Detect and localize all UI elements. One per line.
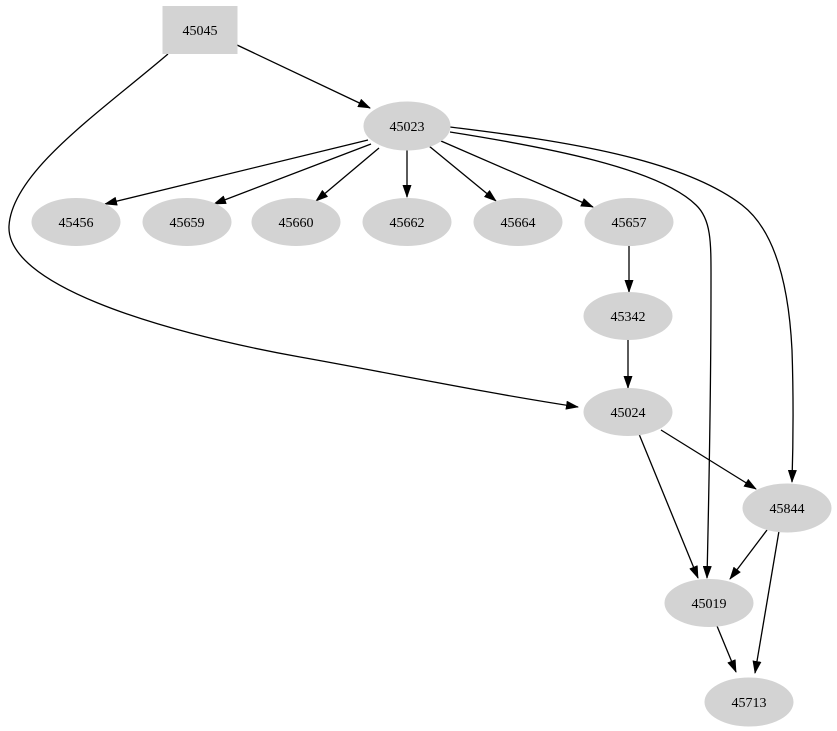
node-label: 45023 xyxy=(390,120,425,135)
node-label: 45844 xyxy=(770,502,805,517)
graph-node-45660: 45660 xyxy=(251,198,341,246)
graph-node-45659: 45659 xyxy=(142,198,232,246)
node-ellipse-shape xyxy=(742,483,832,533)
graph-node-45713: 45713 xyxy=(704,677,794,727)
graph-edge-45023-45660 xyxy=(315,147,380,202)
node-ellipse-shape xyxy=(584,198,674,246)
graph-node-45024: 45024 xyxy=(583,388,673,436)
node-label: 45713 xyxy=(732,696,767,711)
graph-node-45456: 45456 xyxy=(31,198,121,246)
node-label: 45342 xyxy=(611,310,646,325)
graph-edge-45023-45657 xyxy=(440,140,594,208)
node-ellipse-shape xyxy=(142,198,232,246)
node-label: 45664 xyxy=(501,216,536,231)
graph-edge-45023-45664 xyxy=(428,145,497,202)
node-label: 45045 xyxy=(183,24,218,39)
graph-node-45662: 45662 xyxy=(362,198,452,246)
node-label: 45019 xyxy=(692,597,727,612)
graph-edge-45844-45713 xyxy=(752,530,780,674)
graph-edge-45023-45019 xyxy=(449,131,712,579)
graph-edge-45023-45456 xyxy=(104,139,369,206)
graph-node-45019: 45019 xyxy=(664,579,754,627)
node-ellipse-shape xyxy=(473,198,563,246)
node-ellipse-shape xyxy=(664,579,754,627)
graph-edge-45024-45844 xyxy=(660,429,757,490)
node-label: 45657 xyxy=(612,216,647,231)
node-label: 45660 xyxy=(279,216,314,231)
graph-node-45342: 45342 xyxy=(583,292,673,340)
graph-edge-45023-45844 xyxy=(449,126,797,483)
node-label: 45662 xyxy=(390,216,425,231)
node-ellipse-shape xyxy=(362,198,452,246)
node-ellipse-shape xyxy=(583,292,673,340)
graph-node-45045: 45045 xyxy=(162,6,238,54)
graph-edge-45045-45023 xyxy=(236,44,371,109)
node-label: 45659 xyxy=(170,216,205,231)
graph-edge-45844-45019 xyxy=(729,529,768,580)
graph-node-45657: 45657 xyxy=(584,198,674,246)
node-ellipse-shape xyxy=(251,198,341,246)
graph-node-45844: 45844 xyxy=(742,483,832,533)
graph-edge-45045-45024 xyxy=(8,53,579,410)
node-ellipse-shape xyxy=(583,388,673,436)
graph-node-45664: 45664 xyxy=(473,198,563,246)
node-ellipse-shape xyxy=(704,677,794,727)
graph-edge-45023-45659 xyxy=(213,143,372,205)
node-ellipse-shape xyxy=(363,101,451,151)
graph-edge-45024-45019 xyxy=(638,433,699,579)
node-label: 45456 xyxy=(59,216,94,231)
node-ellipse-shape xyxy=(31,198,121,246)
graph-edge-45019-45713 xyxy=(716,625,737,673)
node-box-shape xyxy=(162,6,238,54)
node-label: 45024 xyxy=(611,406,646,421)
graph-node-45023: 45023 xyxy=(363,101,451,151)
